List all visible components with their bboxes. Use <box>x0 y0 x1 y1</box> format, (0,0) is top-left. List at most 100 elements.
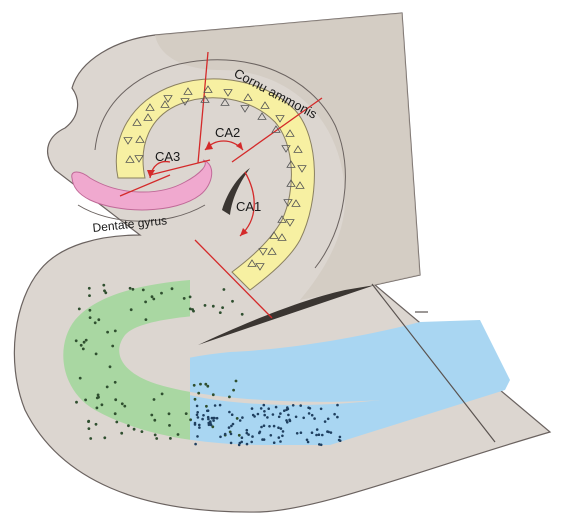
granule-cell-icon <box>75 401 78 404</box>
granule-cell-icon <box>263 404 266 407</box>
granule-cell-icon <box>302 417 305 420</box>
granule-cell-icon <box>330 431 333 434</box>
granule-cell-icon <box>114 381 117 384</box>
granule-cell-icon <box>252 414 255 417</box>
granule-cell-icon <box>228 396 231 399</box>
granule-cell-icon <box>196 405 199 408</box>
granule-cell-icon <box>199 383 202 386</box>
granule-cell-icon <box>238 434 241 437</box>
granule-cell-icon <box>94 321 97 324</box>
granule-cell-icon <box>278 416 281 419</box>
granule-cell-icon <box>231 413 234 416</box>
granule-cell-icon <box>127 424 130 427</box>
granule-cell-icon <box>272 413 275 416</box>
granule-cell-icon <box>232 389 235 392</box>
granule-cell-icon <box>260 426 263 429</box>
granule-cell-icon <box>145 318 148 321</box>
granule-cell-icon <box>78 308 81 311</box>
granule-cell-icon <box>286 421 289 424</box>
granule-cell-icon <box>189 296 192 299</box>
granule-cell-icon <box>221 306 224 309</box>
granule-cell-icon <box>241 416 244 419</box>
granule-cell-icon <box>197 392 200 395</box>
granule-cell-icon <box>89 309 92 312</box>
granule-cell-icon <box>168 424 171 427</box>
granule-cell-icon <box>88 294 91 297</box>
granule-cell-icon <box>211 417 214 420</box>
granule-cell-icon <box>251 435 254 438</box>
granule-cell-icon <box>296 432 299 435</box>
granule-cell-icon <box>333 413 336 416</box>
granule-cell-icon <box>194 443 197 446</box>
granule-cell-icon <box>204 304 207 307</box>
granule-cell-icon <box>196 411 199 414</box>
granule-cell-icon <box>194 422 197 425</box>
granule-cell-icon <box>258 432 261 435</box>
granule-cell-icon <box>267 407 270 410</box>
granule-cell-icon <box>313 417 316 420</box>
label-ca2: CA2 <box>215 125 240 140</box>
granule-cell-icon <box>89 437 92 440</box>
granule-cell-icon <box>282 430 285 433</box>
granule-cell-icon <box>160 292 163 295</box>
granule-cell-icon <box>193 384 196 387</box>
granule-cell-icon <box>219 404 222 407</box>
granule-cell-icon <box>84 399 87 402</box>
granule-cell-icon <box>246 443 249 446</box>
granule-cell-icon <box>339 436 342 439</box>
granule-cell-icon <box>279 440 282 443</box>
granule-cell-icon <box>141 430 144 433</box>
granule-cell-icon <box>102 284 105 287</box>
granule-cell-icon <box>283 409 286 412</box>
granule-cell-icon <box>275 406 278 409</box>
granule-cell-icon <box>228 411 231 414</box>
granule-cell-icon <box>106 386 109 389</box>
granule-cell-icon <box>207 418 210 421</box>
granule-cell-icon <box>97 394 100 397</box>
granule-cell-icon <box>88 287 91 290</box>
granule-cell-icon <box>142 289 145 292</box>
granule-cell-icon <box>316 428 319 431</box>
label-ca1: CA1 <box>236 199 261 214</box>
granule-cell-icon <box>194 398 197 401</box>
granule-cell-icon <box>101 403 104 406</box>
granule-cell-icon <box>183 297 186 300</box>
granule-cell-icon <box>144 301 147 304</box>
granule-cell-icon <box>89 316 92 319</box>
granule-cell-icon <box>111 345 114 348</box>
granule-cell-icon <box>196 435 199 438</box>
granule-cell-icon <box>326 430 329 433</box>
granule-cell-icon <box>273 441 276 444</box>
granule-cell-icon <box>153 419 156 422</box>
granule-cell-icon <box>236 417 239 420</box>
granule-cell-icon <box>114 330 117 333</box>
granule-cell-icon <box>109 365 112 368</box>
granule-cell-icon <box>168 412 171 415</box>
granule-cell-icon <box>263 414 266 417</box>
granule-cell-icon <box>273 425 276 428</box>
granule-cell-icon <box>270 434 273 437</box>
granule-cell-icon <box>196 414 199 417</box>
granule-cell-icon <box>208 424 211 427</box>
granule-cell-icon <box>88 427 91 430</box>
granule-cell-icon <box>201 418 204 421</box>
granule-cell-icon <box>299 404 302 407</box>
granule-cell-icon <box>278 436 281 439</box>
granule-cell-icon <box>230 442 233 445</box>
granule-cell-icon <box>232 423 235 426</box>
granule-cell-icon <box>85 339 88 342</box>
granule-cell-icon <box>216 417 219 420</box>
granule-cell-icon <box>240 441 243 444</box>
granule-cell-icon <box>192 310 195 313</box>
granule-cell-icon <box>204 383 207 386</box>
label-ca3: CA3 <box>155 149 180 164</box>
granule-cell-icon <box>277 426 280 429</box>
granule-cell-icon <box>189 308 192 311</box>
granule-cell-icon <box>219 311 222 314</box>
granule-cell-icon <box>130 308 133 311</box>
granule-cell-icon <box>75 339 78 342</box>
granule-cell-icon <box>103 436 106 439</box>
granule-cell-icon <box>223 288 226 291</box>
granule-cell-icon <box>151 295 154 298</box>
